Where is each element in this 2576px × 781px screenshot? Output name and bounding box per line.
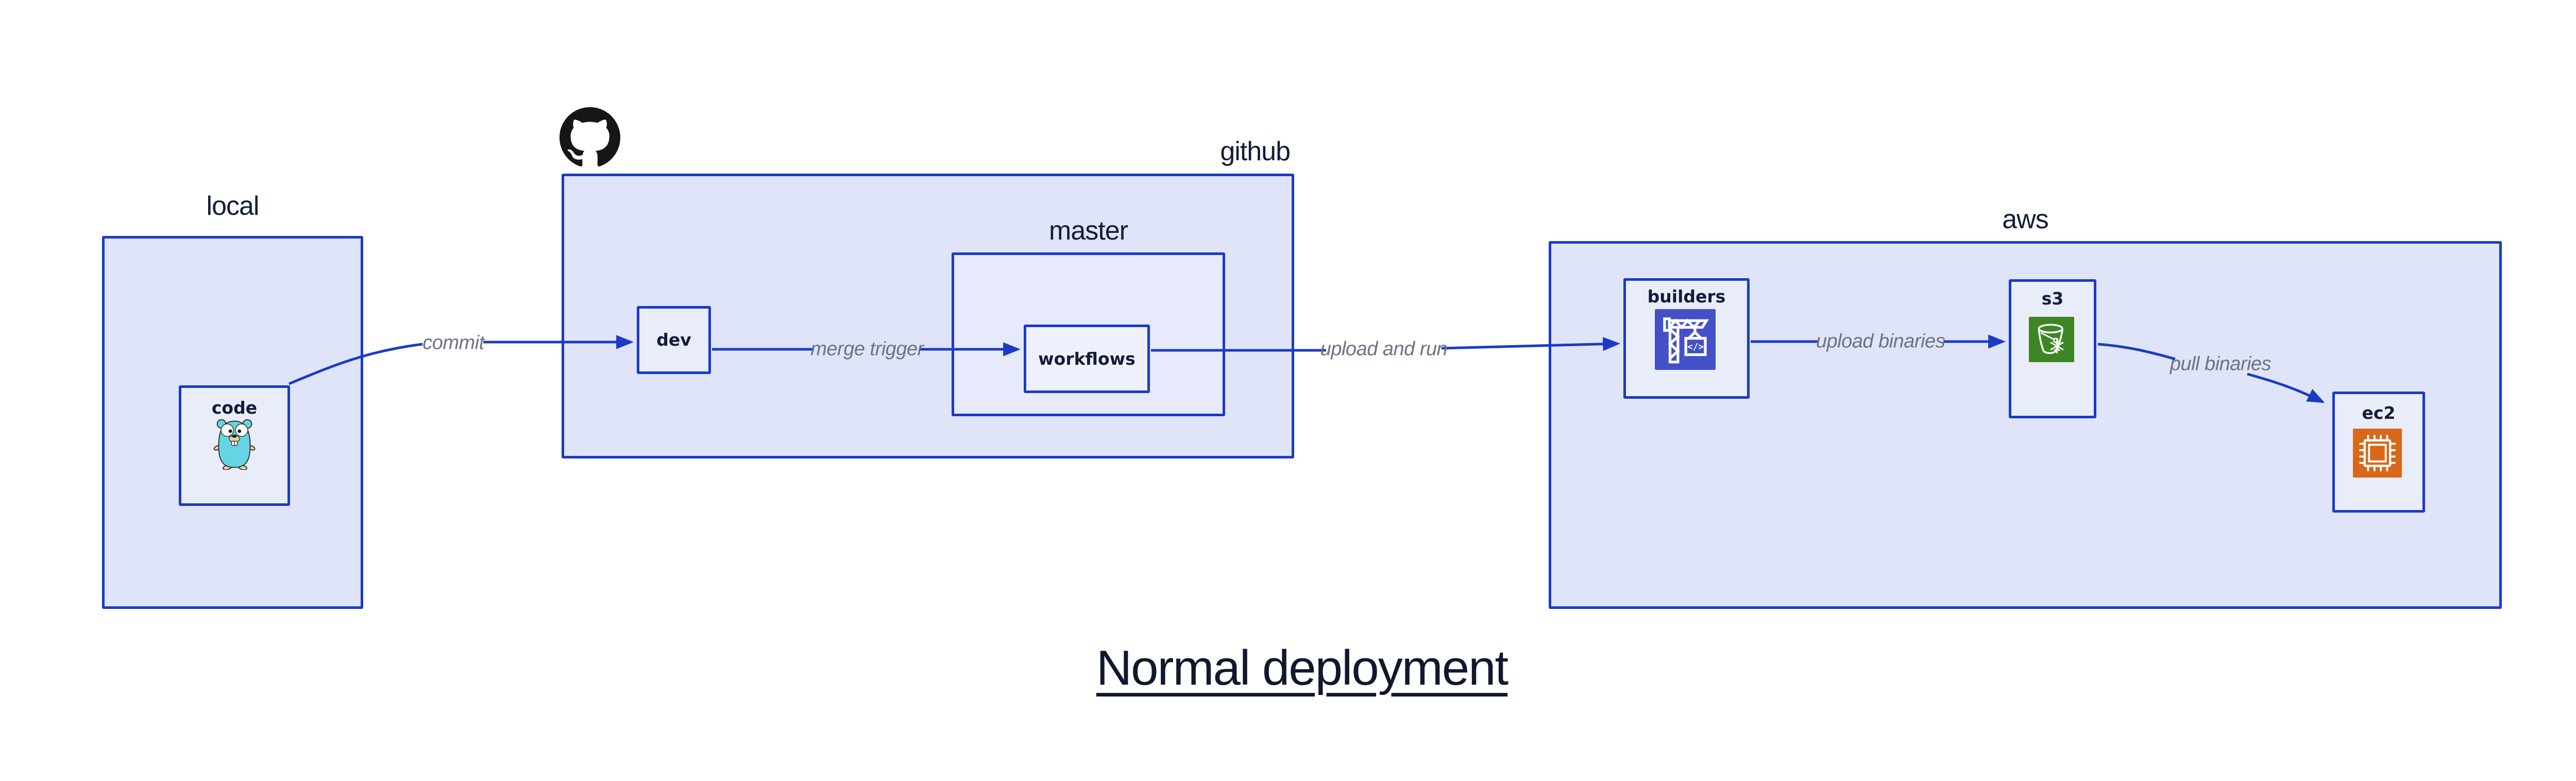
node-box-workflows [1024,325,1150,393]
edge-label-pull-binaries: pull binaries [2170,353,2272,375]
aws-s3-glacier-bucket-icon [2029,317,2074,362]
group-label-local: local [206,191,260,221]
github-octocat-logo-icon [560,107,620,167]
edge-label-merge-trigger: merge trigger [810,338,924,360]
node-label-workflows: workflows [1038,349,1136,369]
group-label-aws: aws [2002,205,2048,234]
node-label-s3: s3 [2041,288,2064,309]
node-box-builders [1623,278,1750,399]
node-box-dev [637,306,711,374]
edge-label-upload-and-run: upload and run [1320,338,1448,360]
group-label-master: master [1049,216,1128,246]
edge-label-commit: commit [422,332,484,354]
edge-label-upload-binaries: upload binaries [1816,330,1945,352]
go-gopher-icon [213,419,256,470]
aws-ec2-chip-icon [2353,429,2402,478]
aws-codebuild-crane-icon: </> [1655,309,1716,370]
node-label-code: code [211,398,258,418]
diagram-title: Normal deployment [1096,640,1509,695]
group-label-github: github [1220,137,1291,166]
node-label-dev: dev [656,330,691,350]
node-label-builders: builders [1647,286,1726,307]
node-label-ec2: ec2 [2362,403,2396,423]
svg-text:</>: </> [1687,342,1704,352]
